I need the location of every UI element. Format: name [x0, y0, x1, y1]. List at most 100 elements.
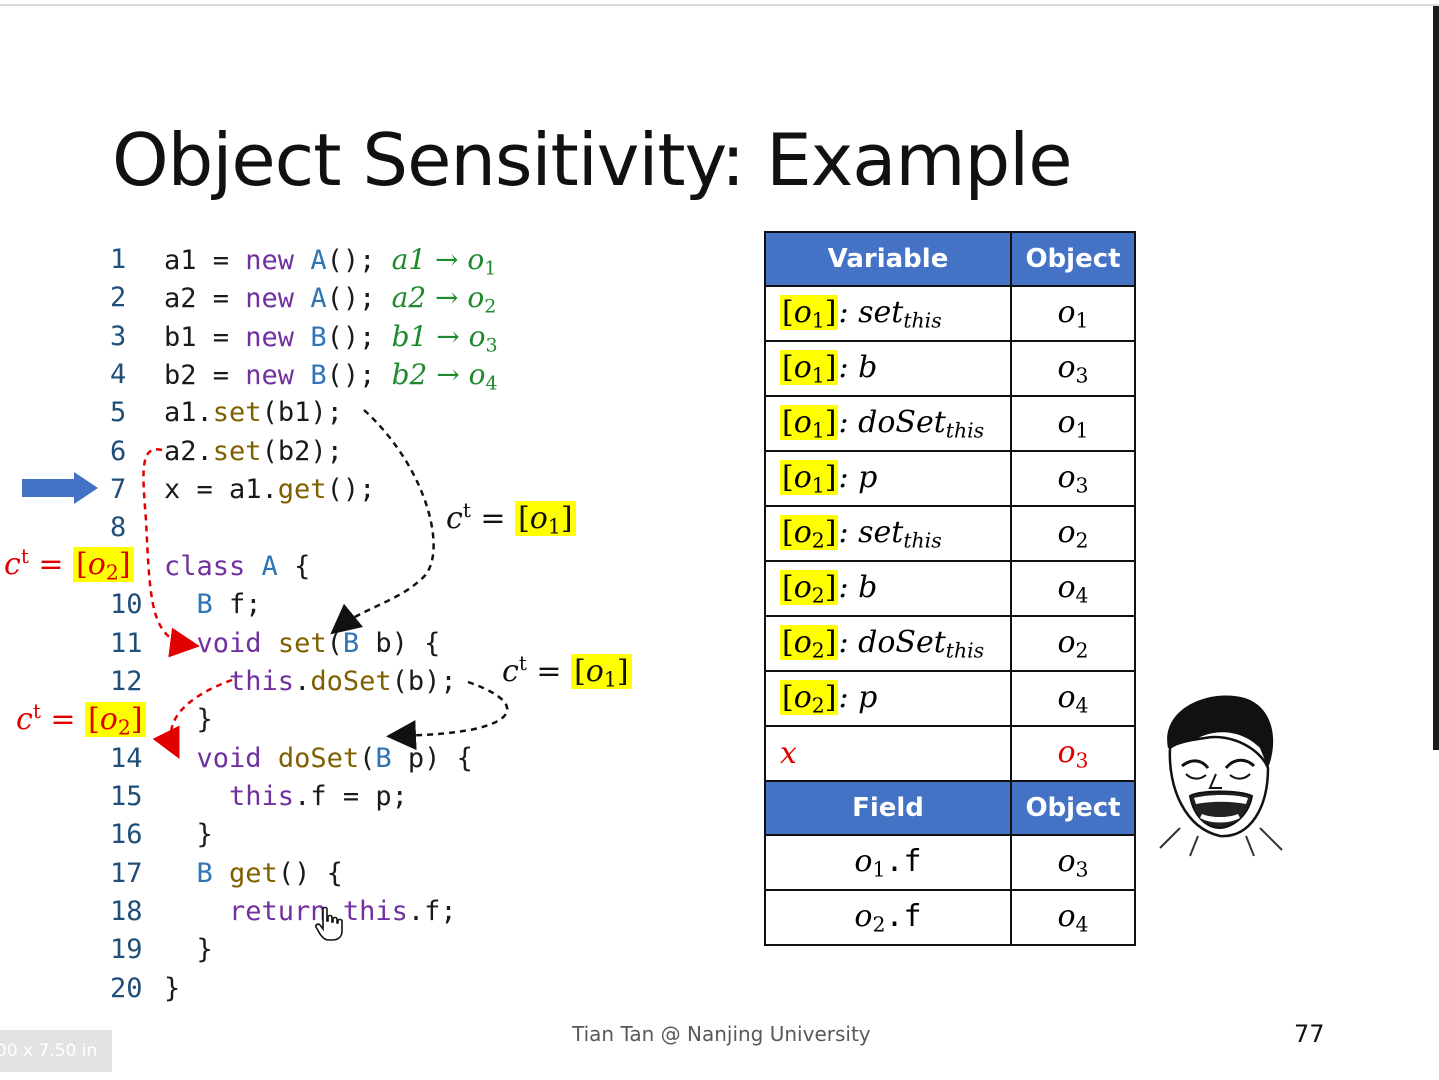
- line-number: 16: [110, 819, 143, 850]
- code-line: void doSet(B p) {: [196, 743, 473, 774]
- slide-title: Object Sensitivity: Example: [112, 118, 1072, 202]
- line-number: 15: [110, 781, 143, 812]
- points-to-comment: b1 → o3: [391, 320, 498, 357]
- line-number: 11: [110, 628, 143, 659]
- header-field-object: Object: [1010, 780, 1136, 836]
- line-number: 10: [110, 589, 143, 620]
- code-line: a1.set(b1);: [164, 397, 343, 428]
- line-number: 1: [110, 244, 127, 275]
- header-object: Object: [1010, 231, 1136, 287]
- variable-cell: x: [764, 725, 1012, 782]
- code-line: void set(B b) {: [196, 628, 441, 659]
- variable-cell: [o1]: setthis: [764, 285, 1012, 342]
- field-cell: o1.f: [764, 834, 1012, 891]
- context-o2-doset: [o2]: [85, 702, 146, 740]
- code-line: }: [164, 934, 213, 965]
- code-line: this.doSet(b);: [229, 666, 457, 697]
- code-line: a2.set(b2);: [164, 436, 343, 467]
- line-number: 18: [110, 896, 143, 927]
- field-object-cell: o4: [1010, 889, 1136, 946]
- line-number: 5: [110, 397, 127, 428]
- call-arrow-a2-set: [142, 448, 200, 658]
- code-line: return this.f;: [229, 896, 457, 927]
- call-arrows: [142, 409, 509, 759]
- points-to-comment: a1 → o1: [391, 243, 497, 280]
- code-line: }: [164, 819, 213, 850]
- context-annotation-o2-set: ct = [o2]: [4, 544, 134, 585]
- variable-cell: [o1]: doSetthis: [764, 395, 1012, 452]
- window-edge: [1433, 6, 1439, 750]
- code-line: this.f = p;: [229, 781, 408, 812]
- slide-footer: Tian Tan @ Nanjing University: [572, 1022, 871, 1046]
- code-line: x = a1.get();: [164, 474, 376, 505]
- page-number: 77: [1294, 1020, 1325, 1048]
- object-cell: o1: [1010, 395, 1136, 452]
- code-line: a1 = new A(); a1 → o1: [164, 243, 497, 280]
- line-number: 20: [110, 973, 143, 1004]
- object-cell: o4: [1010, 560, 1136, 617]
- variable-cell: [o2]: p: [764, 670, 1012, 727]
- object-cell: o3: [1010, 725, 1136, 782]
- header-field: Field: [764, 780, 1012, 836]
- line-number: 6: [110, 436, 127, 467]
- variable-cell: [o2]: doSetthis: [764, 615, 1012, 672]
- laughing-face-icon: [1159, 695, 1283, 857]
- line-number: 14: [110, 743, 143, 774]
- code-line: B f;: [196, 589, 262, 620]
- line-number: 19: [110, 934, 143, 965]
- code-line: b2 = new B(); b2 → o4: [164, 358, 498, 395]
- context-o1-set: [o1]: [515, 501, 576, 539]
- object-cell: o2: [1010, 615, 1136, 672]
- line-number: 2: [110, 282, 127, 313]
- variable-cell: [o2]: b: [764, 560, 1012, 617]
- line-number: 7: [110, 474, 127, 505]
- hand-cursor-icon: [315, 906, 343, 941]
- field-cell: o2.f: [764, 889, 1012, 946]
- context-o1-doset: [o1]: [571, 654, 632, 692]
- variable-cell: [o1]: b: [764, 340, 1012, 397]
- line-number: 17: [110, 858, 143, 889]
- object-cell: o3: [1010, 340, 1136, 397]
- top-border: [0, 4, 1439, 6]
- code-line: }: [164, 973, 181, 1004]
- code-line: B get() {: [196, 858, 343, 889]
- context-annotation-o2-doset: ct = [o2]: [16, 699, 146, 740]
- line-number: 12: [110, 666, 143, 697]
- call-arrow-o2-doset: [152, 678, 233, 759]
- field-object-cell: o3: [1010, 834, 1136, 891]
- object-cell: o3: [1010, 450, 1136, 507]
- code-line: b1 = new B(); b1 → o3: [164, 320, 498, 357]
- variable-cell: [o2]: setthis: [764, 505, 1012, 562]
- context-annotation-o1-set: ct = [o1]: [446, 498, 576, 539]
- call-arrow-o1-doset: [386, 680, 509, 751]
- context-annotation-o1-doset: ct = [o1]: [502, 651, 632, 692]
- right-arrow-icon: [22, 472, 98, 504]
- call-arrow-a1-set: [330, 409, 435, 635]
- code-line: class A {: [164, 551, 311, 582]
- points-to-comment: a2 → o2: [391, 281, 497, 318]
- line-number: 4: [110, 359, 127, 390]
- object-cell: o2: [1010, 505, 1136, 562]
- object-cell: o1: [1010, 285, 1136, 342]
- header-variable: Variable: [764, 231, 1012, 287]
- line-number: 3: [110, 321, 127, 352]
- object-cell: o4: [1010, 670, 1136, 727]
- code-line: }: [164, 704, 213, 735]
- line-number: 8: [110, 512, 127, 543]
- slide-size-label: 00 x 7.50 in: [0, 1030, 112, 1072]
- code-line: a2 = new A(); a2 → o2: [164, 281, 497, 318]
- variable-cell: [o1]: p: [764, 450, 1012, 507]
- context-o2-set: [o2]: [73, 547, 134, 585]
